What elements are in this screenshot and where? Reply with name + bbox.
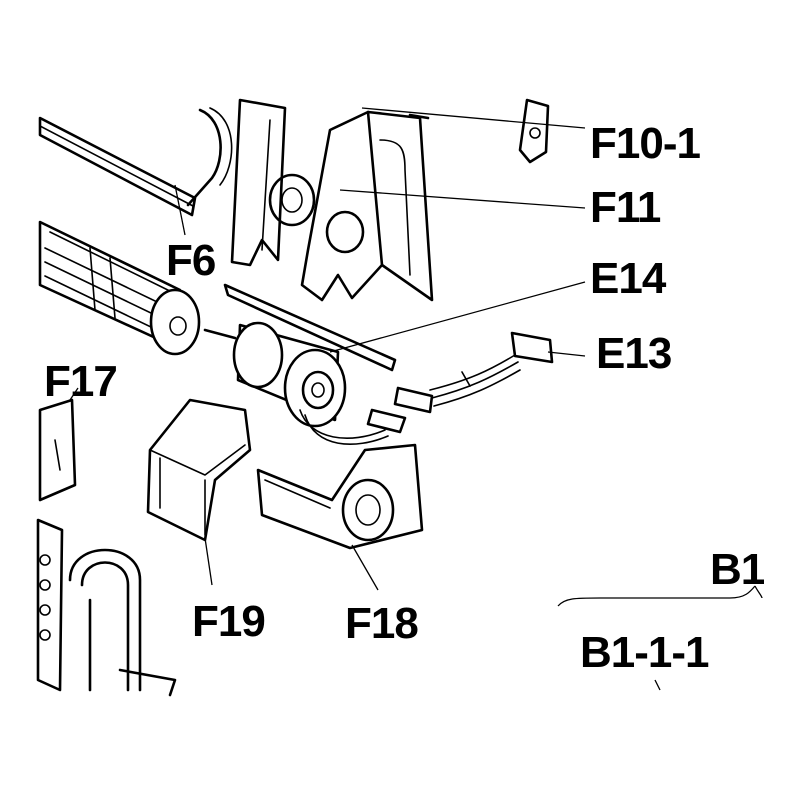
leader-lines (69, 107, 661, 691)
label-f6: F6 (166, 236, 215, 285)
part-f17 (38, 398, 77, 502)
part-frame-curve (186, 107, 233, 207)
part-coil (36, 518, 177, 697)
part-left-bracket (230, 98, 316, 267)
part-f19-bracket (146, 398, 252, 542)
part-fan (38, 220, 237, 356)
label-f10-1: F10-1 (590, 119, 700, 168)
part-f11-bracket (300, 110, 434, 302)
label-f11: F11 (590, 183, 661, 232)
label-b1: B1 (710, 545, 765, 594)
label-f19: F19 (192, 597, 265, 646)
part-f6-tube (38, 116, 197, 217)
label-e14: E14 (590, 254, 667, 303)
label-f17: F17 (44, 357, 117, 406)
part-e14-motor (223, 283, 407, 446)
label-e13: E13 (596, 329, 671, 378)
label-b1-1-1: B1-1-1 (580, 628, 709, 677)
part-e13-harness (393, 331, 554, 414)
part-f10-1-clip (408, 98, 550, 164)
label-f18: F18 (345, 599, 418, 648)
part-f18-bracket (256, 443, 424, 550)
b1-bracket (557, 585, 763, 607)
